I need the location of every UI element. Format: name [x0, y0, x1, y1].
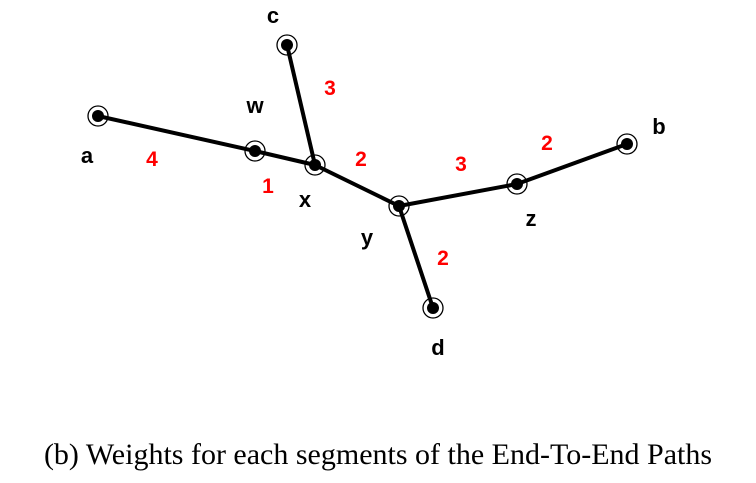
edge-a-w	[96, 114, 257, 153]
node-label-x: x	[299, 187, 312, 212]
node-dot-y	[393, 200, 405, 212]
weighted-path-diagram: 4 1 3 2 3 2 2 a w x c y z b d	[81, 3, 666, 360]
node-d	[422, 297, 444, 319]
node-ring-c	[276, 34, 298, 56]
node-ring-y	[388, 195, 410, 217]
node-b	[616, 133, 638, 155]
node-ring-x	[304, 154, 326, 176]
edge-z-b	[515, 142, 629, 186]
node-label-w: w	[245, 93, 264, 118]
node-a	[87, 105, 109, 127]
node-label-c: c	[267, 3, 279, 28]
edge-y-z	[397, 182, 519, 208]
node-dot-x	[309, 159, 321, 171]
edge-w-x	[253, 149, 317, 167]
weight-label-a-w: 4	[146, 148, 158, 171]
node-label-d: d	[431, 335, 444, 360]
node-ring-z	[506, 173, 528, 195]
node-ring-d	[422, 297, 444, 319]
node-dot-a	[92, 110, 104, 122]
edge-c-x	[285, 43, 317, 167]
weight-label-z-b: 2	[541, 132, 553, 155]
node-label-z: z	[526, 206, 537, 231]
weight-label-y-d: 2	[437, 247, 449, 270]
node-label-y: y	[361, 225, 374, 250]
node-c	[276, 34, 298, 56]
weight-label-x-y: 2	[355, 148, 367, 171]
weight-label-c-x: 3	[324, 77, 336, 100]
edge-x-y	[313, 163, 401, 208]
node-ring-w	[244, 140, 266, 162]
node-dot-d	[427, 302, 439, 314]
node-y	[388, 195, 410, 217]
figure-caption: (b) Weights for each segments of the End…	[43, 438, 713, 471]
node-ring-b	[616, 133, 638, 155]
labels: 4 1 3 2 3 2 2 a w x c y z b d	[81, 3, 666, 360]
node-z	[506, 173, 528, 195]
edges	[96, 43, 629, 310]
edge-y-d	[397, 204, 435, 310]
node-dot-b	[621, 138, 633, 150]
node-label-b: b	[652, 114, 665, 139]
node-dot-z	[511, 178, 523, 190]
weight-label-y-z: 3	[455, 153, 467, 176]
node-label-a: a	[81, 143, 94, 168]
nodes	[87, 34, 638, 319]
node-w	[244, 140, 266, 162]
node-x	[304, 154, 326, 176]
weight-label-w-x: 1	[262, 175, 274, 198]
node-dot-w	[249, 145, 261, 157]
node-dot-c	[281, 39, 293, 51]
node-ring-a	[87, 105, 109, 127]
